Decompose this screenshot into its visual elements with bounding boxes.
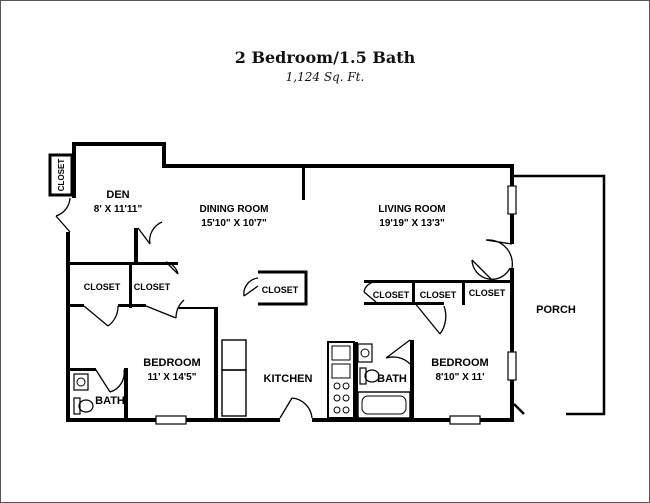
closet-center-label: CLOSET xyxy=(262,285,299,295)
den-closet-label: CLOSET xyxy=(57,159,66,192)
kitchen-name: KITCHEN xyxy=(264,373,313,385)
interior-walls xyxy=(48,153,514,422)
bath1-name: BATH xyxy=(95,395,125,407)
den-name: DEN xyxy=(106,189,129,201)
doors xyxy=(55,197,514,419)
porch-name: PORCH xyxy=(536,304,576,316)
closet-r1-label: CLOSET xyxy=(373,290,410,300)
closet-a-label: CLOSET xyxy=(84,282,121,292)
living-name: LIVING ROOM xyxy=(378,204,445,215)
dining-dims: 15'10" X 10'7" xyxy=(201,218,267,229)
windows xyxy=(155,185,517,425)
bedroom1-name: BEDROOM xyxy=(143,357,200,369)
closet-r3-label: CLOSET xyxy=(469,288,506,298)
dining-name: DINING ROOM xyxy=(200,204,269,215)
bath2-name: BATH xyxy=(377,373,407,385)
living-dims: 19'19" X 13'3" xyxy=(379,218,445,229)
closet-labels: CLOSET CLOSET CLOSET CLOSET CLOSET CLOSE… xyxy=(57,159,506,300)
bedroom2-dims: 8'10" X 11' xyxy=(436,372,485,383)
room-labels: DEN 8' X 11'11" DINING ROOM 15'10" X 10'… xyxy=(94,189,576,407)
bedroom1-dims: 11' X 14'5" xyxy=(148,372,197,383)
closet-r2-label: CLOSET xyxy=(420,290,457,300)
plan-title: 2 Bedroom/1.5 Bath xyxy=(234,48,416,67)
porch-outline xyxy=(513,174,606,416)
closet-b-label: CLOSET xyxy=(134,282,171,292)
den-dims: 8' X 11'11" xyxy=(94,204,143,215)
bedroom2-name: BEDROOM xyxy=(431,357,488,369)
bath-fixtures xyxy=(73,343,411,419)
plan-area: 1,124 Sq. Ft. xyxy=(285,70,365,84)
kitchen-fixtures xyxy=(221,339,355,419)
